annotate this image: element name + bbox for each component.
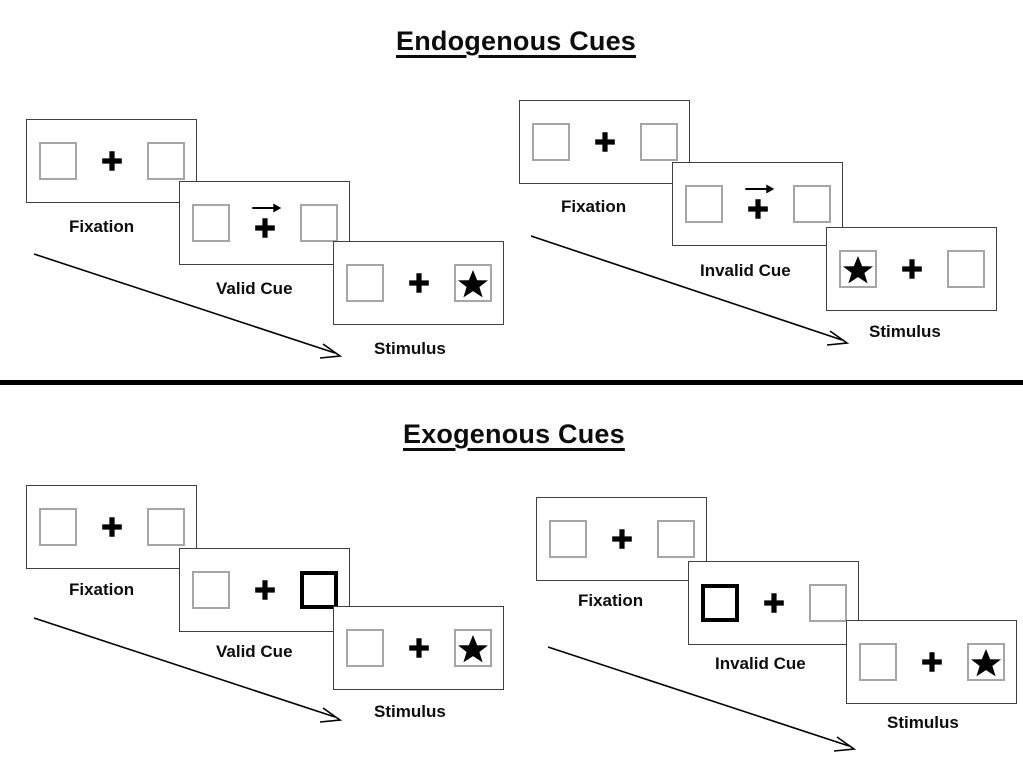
label-exogenous-valid-fixation: Fixation	[69, 580, 135, 599]
fixation-cross-cell	[95, 505, 129, 549]
frame-endogenous-valid-fixation	[26, 119, 197, 203]
frame-endogenous-invalid-fixation	[519, 100, 690, 184]
right-slot-empty	[792, 185, 831, 223]
right-slot-exogenous-cue	[299, 571, 338, 609]
fixation-cross-cell-with-cue	[248, 201, 282, 245]
star-icon	[457, 269, 488, 297]
left-slot-empty	[858, 643, 897, 681]
label-exogenous-valid-cue: Valid Cue	[216, 642, 293, 661]
left-slot-empty	[684, 185, 723, 223]
plus-icon	[611, 529, 632, 549]
left-slot-empty	[38, 142, 77, 180]
left-slot-star	[838, 250, 877, 288]
right-arrow-icon	[744, 184, 774, 194]
plus-icon	[901, 259, 922, 279]
star-icon	[457, 634, 488, 662]
diagonal-arrow-icon-endogenous-valid	[33, 253, 343, 359]
frame-exogenous-invalid-cue	[688, 561, 859, 645]
fixation-cross-cell	[915, 640, 949, 684]
right-slot-empty	[146, 142, 185, 180]
fixation-cross-cell	[757, 581, 791, 625]
fixation-cross-cell-with-cue	[741, 182, 775, 226]
label-exogenous-invalid-fixation: Fixation	[578, 591, 644, 610]
right-slot-empty	[946, 250, 985, 288]
star-icon	[970, 648, 1001, 676]
plus-icon	[921, 652, 942, 672]
left-slot-empty	[345, 264, 384, 302]
label-endogenous-invalid-cue: Invalid Cue	[700, 261, 791, 280]
right-slot-empty	[146, 508, 185, 546]
right-slot-star	[966, 643, 1005, 681]
diagonal-arrow-icon-exogenous-valid	[33, 617, 343, 723]
plus-icon	[594, 132, 615, 152]
frame-exogenous-valid-cue	[179, 548, 350, 632]
section-title-endogenous: Endogenous Cues	[396, 26, 637, 56]
plus-icon	[254, 218, 275, 238]
label-endogenous-valid-fixation: Fixation	[69, 217, 135, 236]
plus-icon	[747, 199, 768, 219]
left-slot-empty	[345, 629, 384, 667]
right-slot-empty	[656, 520, 695, 558]
frame-exogenous-invalid-fixation	[536, 497, 707, 581]
label-endogenous-invalid-fixation: Fixation	[561, 197, 627, 216]
right-slot-star	[453, 264, 492, 302]
diagonal-arrow-icon-endogenous-invalid	[530, 235, 850, 346]
section-title-exogenous: Exogenous Cues	[403, 419, 625, 449]
left-slot-empty	[191, 204, 230, 242]
left-slot-empty	[548, 520, 587, 558]
right-slot-empty	[299, 204, 338, 242]
plus-icon	[408, 638, 429, 658]
label-endogenous-valid-cue: Valid Cue	[216, 279, 293, 298]
frame-exogenous-valid-fixation	[26, 485, 197, 569]
frame-exogenous-invalid-stimulus	[846, 620, 1017, 704]
plus-icon	[101, 151, 122, 171]
plus-icon	[763, 593, 784, 613]
right-slot-empty	[808, 584, 847, 622]
fixation-cross-cell	[895, 247, 929, 291]
fixation-cross-cell	[588, 120, 622, 164]
left-slot-exogenous-cue	[700, 584, 739, 622]
plus-icon	[408, 273, 429, 293]
label-endogenous-invalid-stimulus: Stimulus	[869, 322, 941, 341]
left-slot-empty	[191, 571, 230, 609]
star-icon	[842, 255, 873, 283]
label-exogenous-invalid-cue: Invalid Cue	[715, 654, 806, 673]
right-arrow-icon	[251, 203, 281, 213]
plus-icon	[254, 580, 275, 600]
plus-icon	[101, 517, 122, 537]
section-divider	[0, 380, 1023, 385]
right-slot-empty	[639, 123, 678, 161]
frame-endogenous-invalid-stimulus	[826, 227, 997, 311]
left-slot-empty	[38, 508, 77, 546]
fixation-cross-cell	[402, 626, 436, 670]
fixation-cross-cell	[95, 139, 129, 183]
frame-exogenous-valid-stimulus	[333, 606, 504, 690]
left-slot-empty	[531, 123, 570, 161]
right-slot-star	[453, 629, 492, 667]
fixation-cross-cell	[248, 568, 282, 612]
fixation-cross-cell	[605, 517, 639, 561]
frame-endogenous-invalid-cue	[672, 162, 843, 246]
diagonal-arrow-icon-exogenous-invalid	[547, 646, 857, 752]
label-exogenous-invalid-stimulus: Stimulus	[887, 713, 959, 732]
label-endogenous-valid-stimulus: Stimulus	[374, 339, 446, 358]
fixation-cross-cell	[402, 261, 436, 305]
frame-endogenous-valid-cue	[179, 181, 350, 265]
label-exogenous-valid-stimulus: Stimulus	[374, 702, 446, 721]
frame-endogenous-valid-stimulus	[333, 241, 504, 325]
